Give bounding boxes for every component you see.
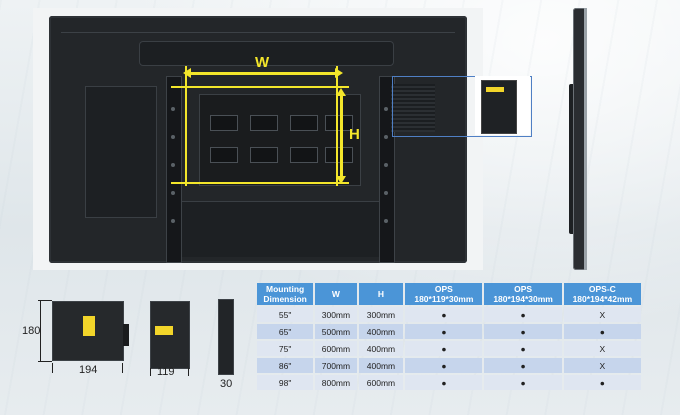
display-handle-bar xyxy=(139,41,394,66)
cell-w: 500mm xyxy=(315,324,357,339)
height-label: H xyxy=(349,126,360,143)
ops-module-front xyxy=(52,301,129,361)
vesa-mount-plate xyxy=(199,94,361,186)
cell-ops-c: ● xyxy=(563,375,641,390)
cell-h: 600mm xyxy=(358,375,404,390)
display-side-view xyxy=(569,8,591,270)
display-top-lip xyxy=(61,22,455,33)
cell-size: 65" xyxy=(257,324,314,339)
cell-ops-194: ● xyxy=(484,375,562,390)
cell-size: 86" xyxy=(257,358,314,373)
table-row: 75" 600mm 400mm ● ● X xyxy=(257,341,641,356)
header-h: H xyxy=(358,283,404,305)
speaker-grille xyxy=(85,86,157,218)
lower-housing xyxy=(169,201,379,257)
ops-module-inset xyxy=(481,80,517,134)
side-body xyxy=(573,8,587,270)
width-arrow-right xyxy=(335,68,343,78)
ops-b-tick-right xyxy=(188,368,189,376)
ops-depth-value: 30 xyxy=(220,378,233,390)
ops-height-tick xyxy=(40,300,41,362)
cell-w: 700mm xyxy=(315,358,357,373)
cell-ops-119: ● xyxy=(405,375,483,390)
cell-ops-c: X xyxy=(563,307,641,322)
cell-ops-119: ● xyxy=(405,358,483,373)
ops-height-tick-top xyxy=(38,300,52,301)
width-extension-left xyxy=(185,66,187,186)
ops-width-tick-left xyxy=(52,363,53,373)
side-front-bezel xyxy=(584,8,587,270)
cell-ops-194: ● xyxy=(484,324,562,339)
table-row: 86" 700mm 400mm ● ● X xyxy=(257,358,641,373)
ops-height-value: 180 xyxy=(22,325,41,337)
height-arrow-up xyxy=(336,88,346,96)
cell-ops-194: ● xyxy=(484,307,562,322)
display-back-panel xyxy=(49,16,467,263)
cell-h: 300mm xyxy=(358,307,404,322)
ops-b-width-value: 119 xyxy=(157,366,175,378)
table-row: 65" 500mm 400mm ● ● ● xyxy=(257,324,641,339)
ops-height-tick-bottom xyxy=(38,361,52,362)
cell-ops-c: X xyxy=(563,341,641,356)
width-extension-right xyxy=(336,66,338,186)
table-row: 55" 300mm 300mm ● ● X xyxy=(257,307,641,322)
ops-slot-callout xyxy=(392,76,532,137)
display-back-view: W H xyxy=(33,8,483,270)
ops-slot-vent xyxy=(391,84,435,132)
ops-width-tick-right xyxy=(122,363,123,373)
cell-ops-119: ● xyxy=(405,324,483,339)
table-row: 98" 800mm 600mm ● ● ● xyxy=(257,375,641,390)
width-dimension-line xyxy=(188,72,338,75)
cell-ops-194: ● xyxy=(484,358,562,373)
cell-h: 400mm xyxy=(358,324,404,339)
cell-size: 75" xyxy=(257,341,314,356)
cell-w: 600mm xyxy=(315,341,357,356)
height-arrow-down xyxy=(336,176,346,184)
cell-ops-194: ● xyxy=(484,341,562,356)
cell-size: 98" xyxy=(257,375,314,390)
ops-width-value: 194 xyxy=(79,364,98,376)
header-w: W xyxy=(315,283,357,305)
width-label: W xyxy=(255,54,270,71)
cell-size: 55" xyxy=(257,307,314,322)
cell-w: 300mm xyxy=(315,307,357,322)
height-top-line xyxy=(171,86,349,88)
ops-module-compact xyxy=(150,301,190,369)
cell-ops-119: ● xyxy=(405,307,483,322)
height-bottom-line xyxy=(171,182,349,184)
width-arrow-left xyxy=(183,68,191,78)
height-dimension-line xyxy=(340,94,343,178)
cell-h: 400mm xyxy=(358,358,404,373)
cell-ops-c: ● xyxy=(563,324,641,339)
mounting-rail-left xyxy=(166,76,182,263)
cell-ops-119: ● xyxy=(405,341,483,356)
cell-ops-c: X xyxy=(563,358,641,373)
cell-h: 400mm xyxy=(358,341,404,356)
cell-w: 800mm xyxy=(315,375,357,390)
ops-module-side xyxy=(218,299,234,375)
ops-b-tick-left xyxy=(150,368,151,376)
